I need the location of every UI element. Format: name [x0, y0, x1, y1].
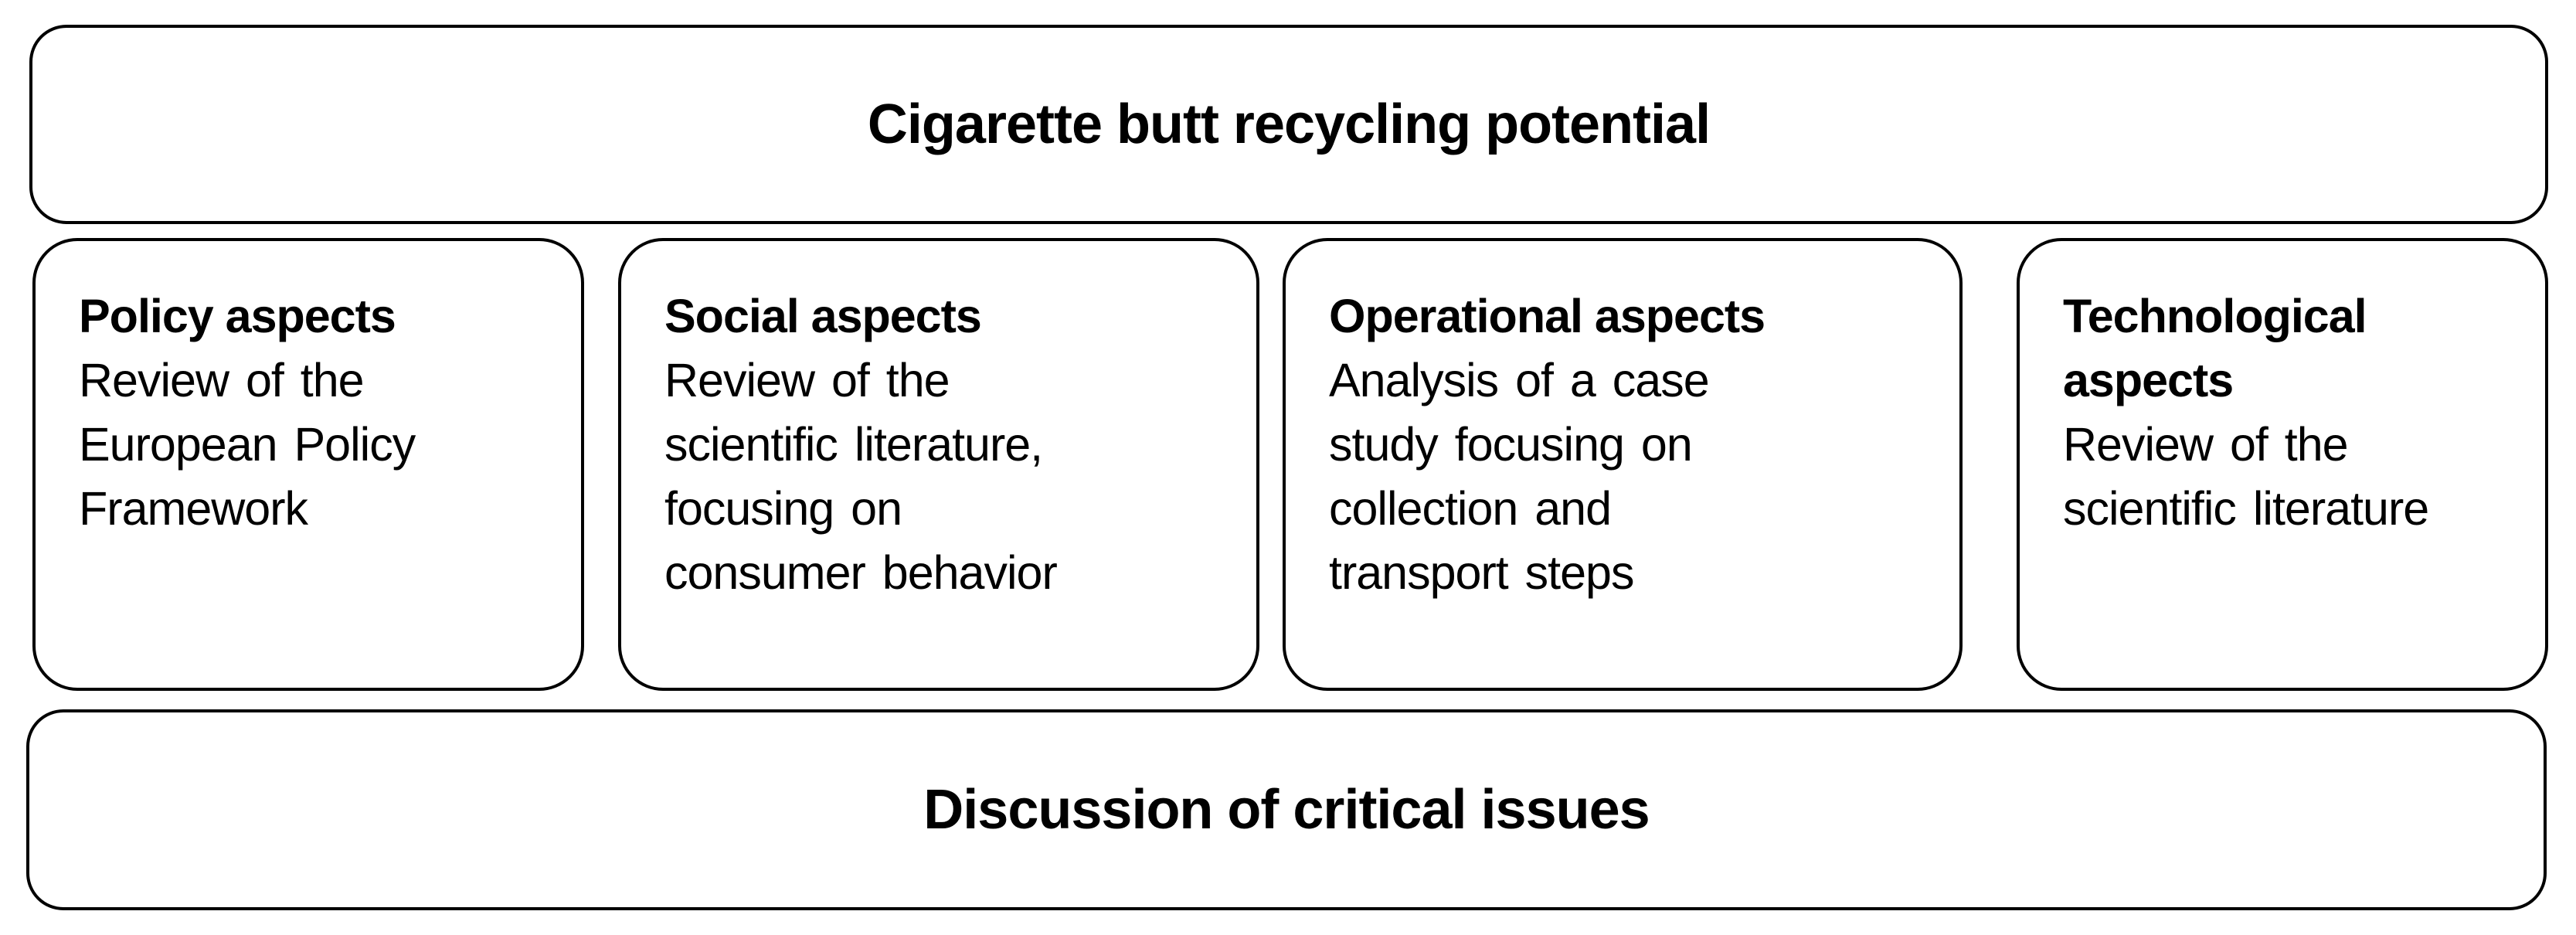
aspect-box-operational-body: Analysis of a case study focusing on col…: [1329, 353, 1710, 599]
bottom-banner: Discussion of critical issues: [26, 709, 2547, 910]
aspect-box-technological-heading: Technological aspects: [2063, 290, 2367, 406]
aspect-box-policy-body: Review of the European Policy Framework: [79, 353, 416, 535]
aspect-box-social-heading: Social aspects: [664, 290, 982, 342]
top-banner-title: Cigarette butt recycling potential: [867, 93, 1711, 155]
aspect-box-operational-heading: Operational aspects: [1329, 290, 1765, 342]
aspect-box-technological-body: Review of the scientific literature: [2063, 417, 2429, 535]
aspect-box-policy-heading: Policy aspects: [79, 290, 396, 342]
aspect-box-operational: Operational aspects Analysis of a case s…: [1283, 238, 1963, 691]
aspect-box-social: Social aspects Review of the scientific …: [618, 238, 1259, 691]
aspect-box-technological: Technological aspects Review of the scie…: [2017, 238, 2548, 691]
aspect-box-policy: Policy aspects Review of the European Po…: [32, 238, 584, 691]
aspect-box-social-body: Review of the scientific literature, foc…: [664, 353, 1058, 599]
bottom-banner-title: Discussion of critical issues: [923, 778, 1650, 841]
top-banner: Cigarette butt recycling potential: [29, 25, 2548, 224]
